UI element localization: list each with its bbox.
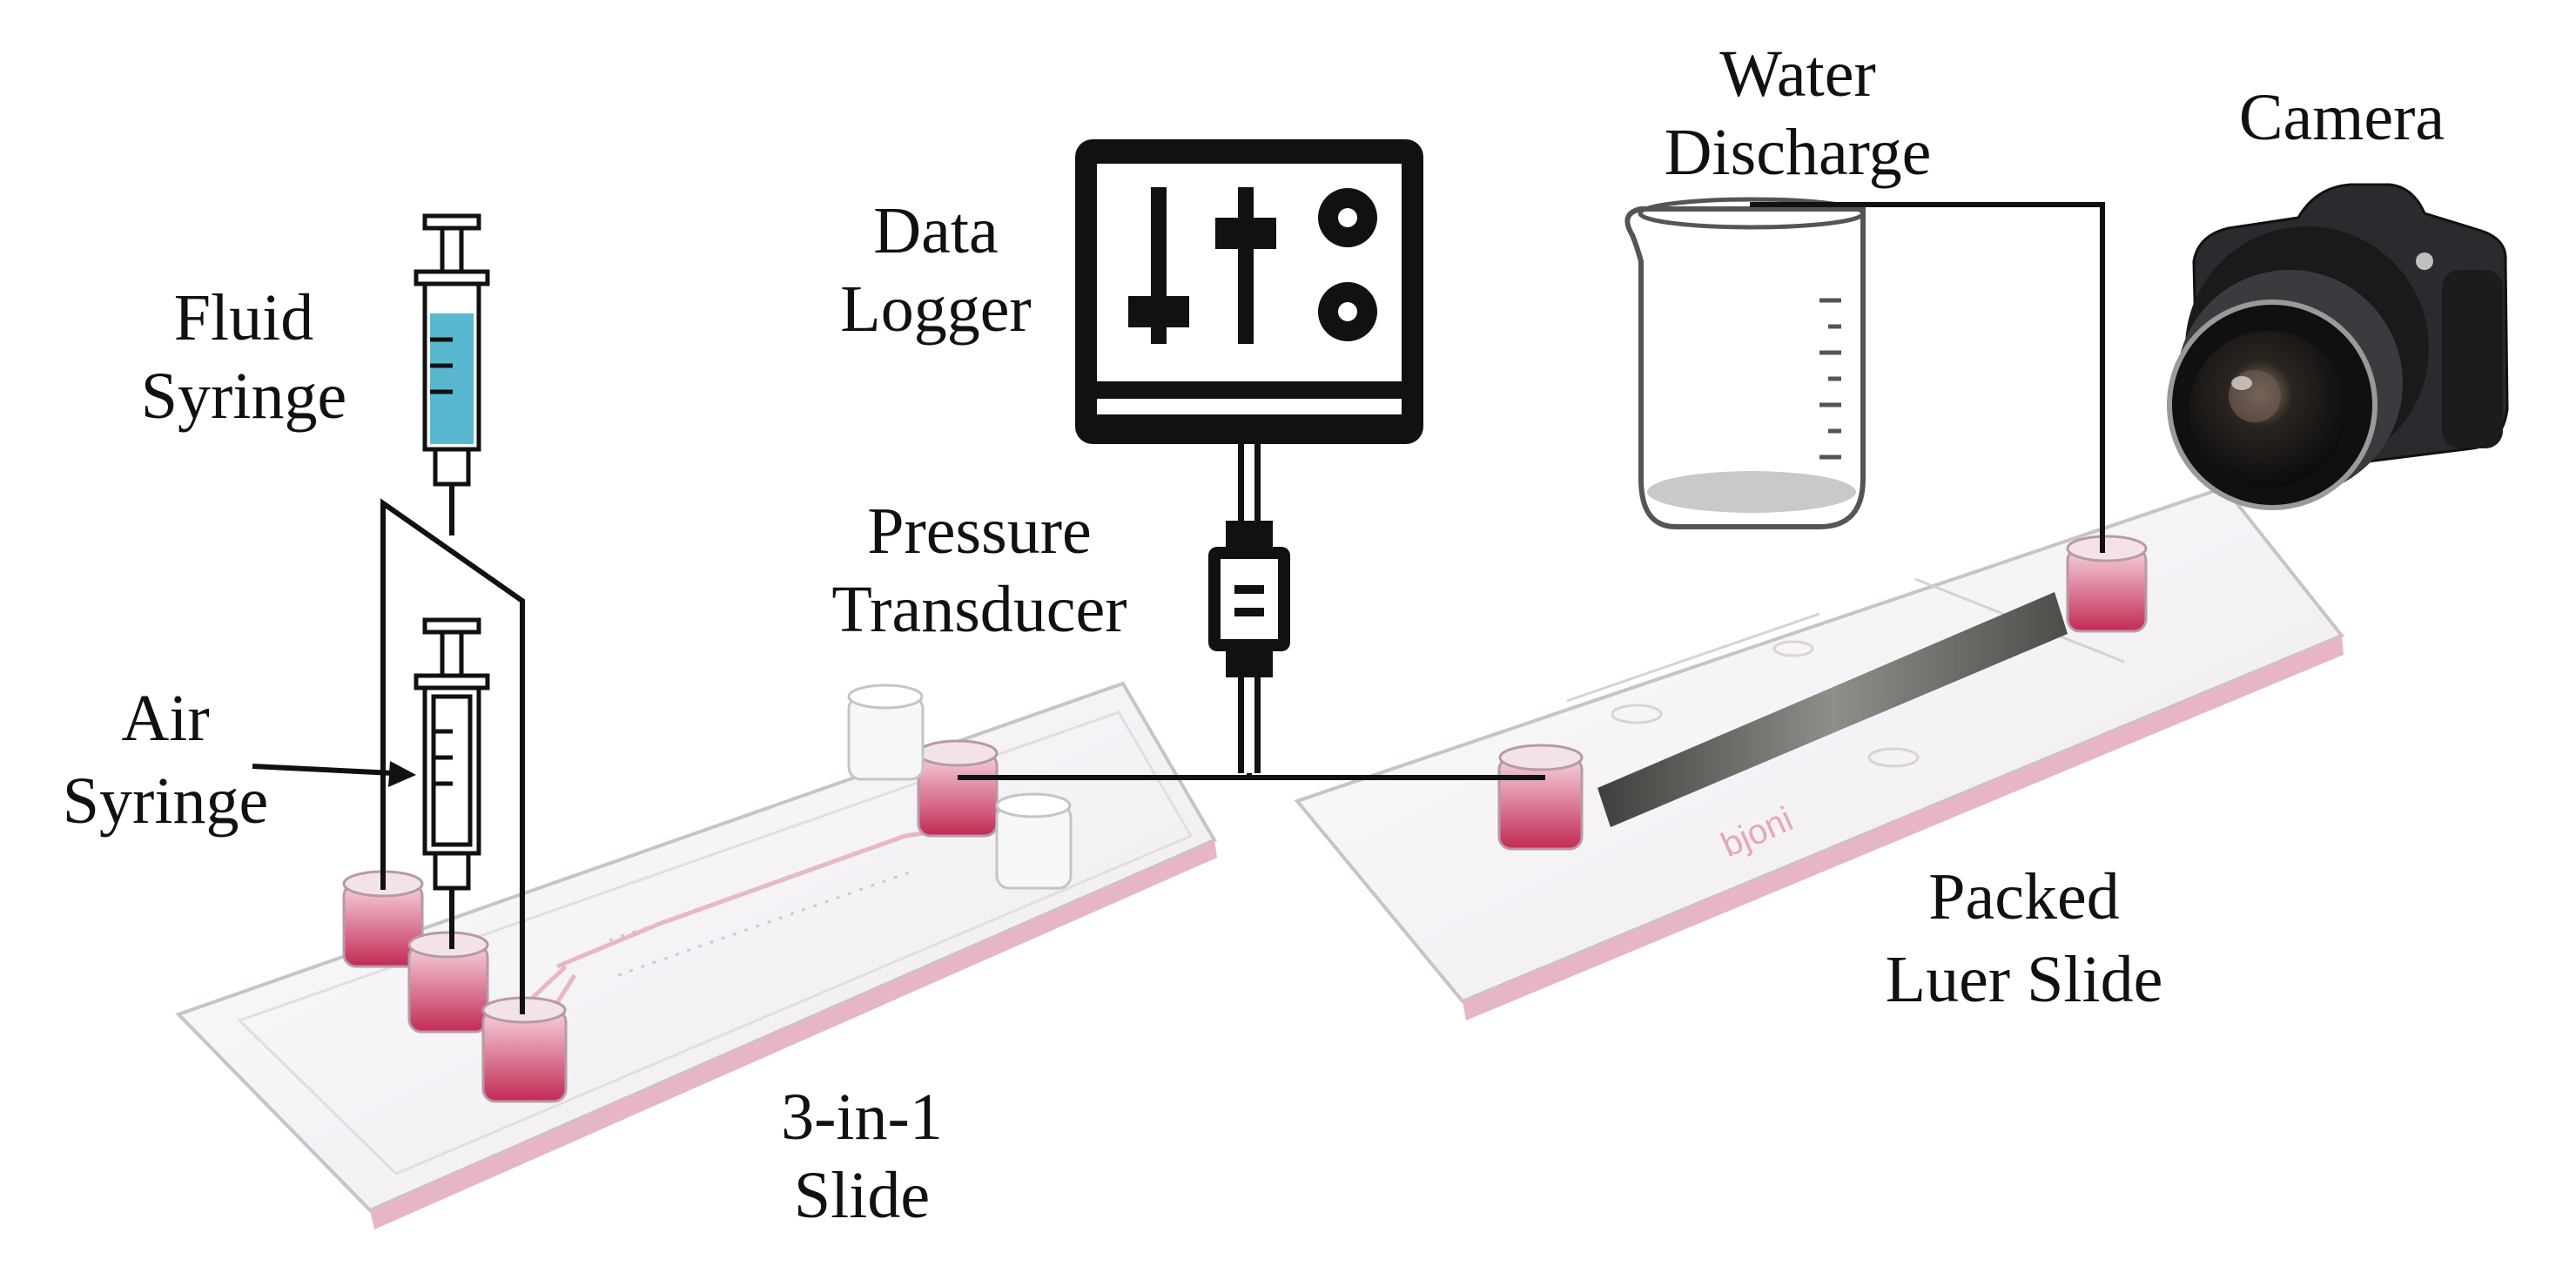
empty-port-2 — [995, 792, 1073, 890]
reservoir-2 — [407, 931, 489, 1034]
three-in-one-slide-label: 3-in-1 Slide — [781, 1081, 943, 1232]
svg-text:Fluid: Fluid — [174, 281, 314, 354]
discharge-line — [1750, 202, 2105, 553]
fluid-line — [380, 498, 525, 1014]
svg-text:Air: Air — [121, 682, 209, 755]
three-in-one-slide — [175, 681, 1217, 1229]
svg-text:Water: Water — [1719, 37, 1876, 111]
svg-text:Pressure: Pressure — [867, 495, 1092, 568]
luer-outlet-reservoir — [2066, 535, 2148, 633]
svg-text:Transducer: Transducer — [831, 573, 1127, 646]
reservoir-outlet — [917, 739, 999, 838]
fluid-syringe-icon — [414, 213, 490, 535]
packed-bed — [1597, 592, 2068, 827]
pressure-transducer-label: Pressure Transducer — [831, 495, 1127, 646]
empty-port-1 — [847, 684, 925, 781]
transducer-icon — [1208, 521, 1290, 773]
air-syringe-arrow — [252, 761, 416, 787]
svg-text:Discharge: Discharge — [1665, 116, 1932, 189]
luer-inlet-reservoir — [1497, 744, 1584, 851]
svg-text:Data: Data — [873, 194, 998, 267]
air-syringe-icon — [414, 617, 490, 949]
svg-text:3-in-1: 3-in-1 — [781, 1081, 943, 1154]
packed-luer-slide: bjoni — [1294, 485, 2345, 1020]
fluid-syringe-label: Fluid Syringe — [141, 281, 346, 433]
svg-text:Logger: Logger — [840, 273, 1031, 346]
svg-text:Slide: Slide — [794, 1159, 930, 1232]
data-logger-label: Data Logger — [840, 194, 1031, 346]
svg-text:Packed: Packed — [1928, 860, 2119, 933]
svg-text:Syringe: Syringe — [63, 764, 268, 838]
beaker-icon — [1624, 197, 1866, 529]
svg-text:Camera: Camera — [2239, 81, 2445, 154]
water-discharge-label: Water Discharge — [1665, 37, 1932, 189]
svg-text:Syringe: Syringe — [141, 360, 346, 433]
camera-icon — [2167, 183, 2509, 510]
camera-label: Camera — [2239, 81, 2445, 154]
air-syringe-label: Air Syringe — [63, 682, 268, 838]
svg-text:Luer Slide: Luer Slide — [1886, 943, 2163, 1016]
monitor-icon — [1075, 139, 1423, 522]
packed-luer-slide-label: Packed Luer Slide — [1886, 860, 2163, 1016]
